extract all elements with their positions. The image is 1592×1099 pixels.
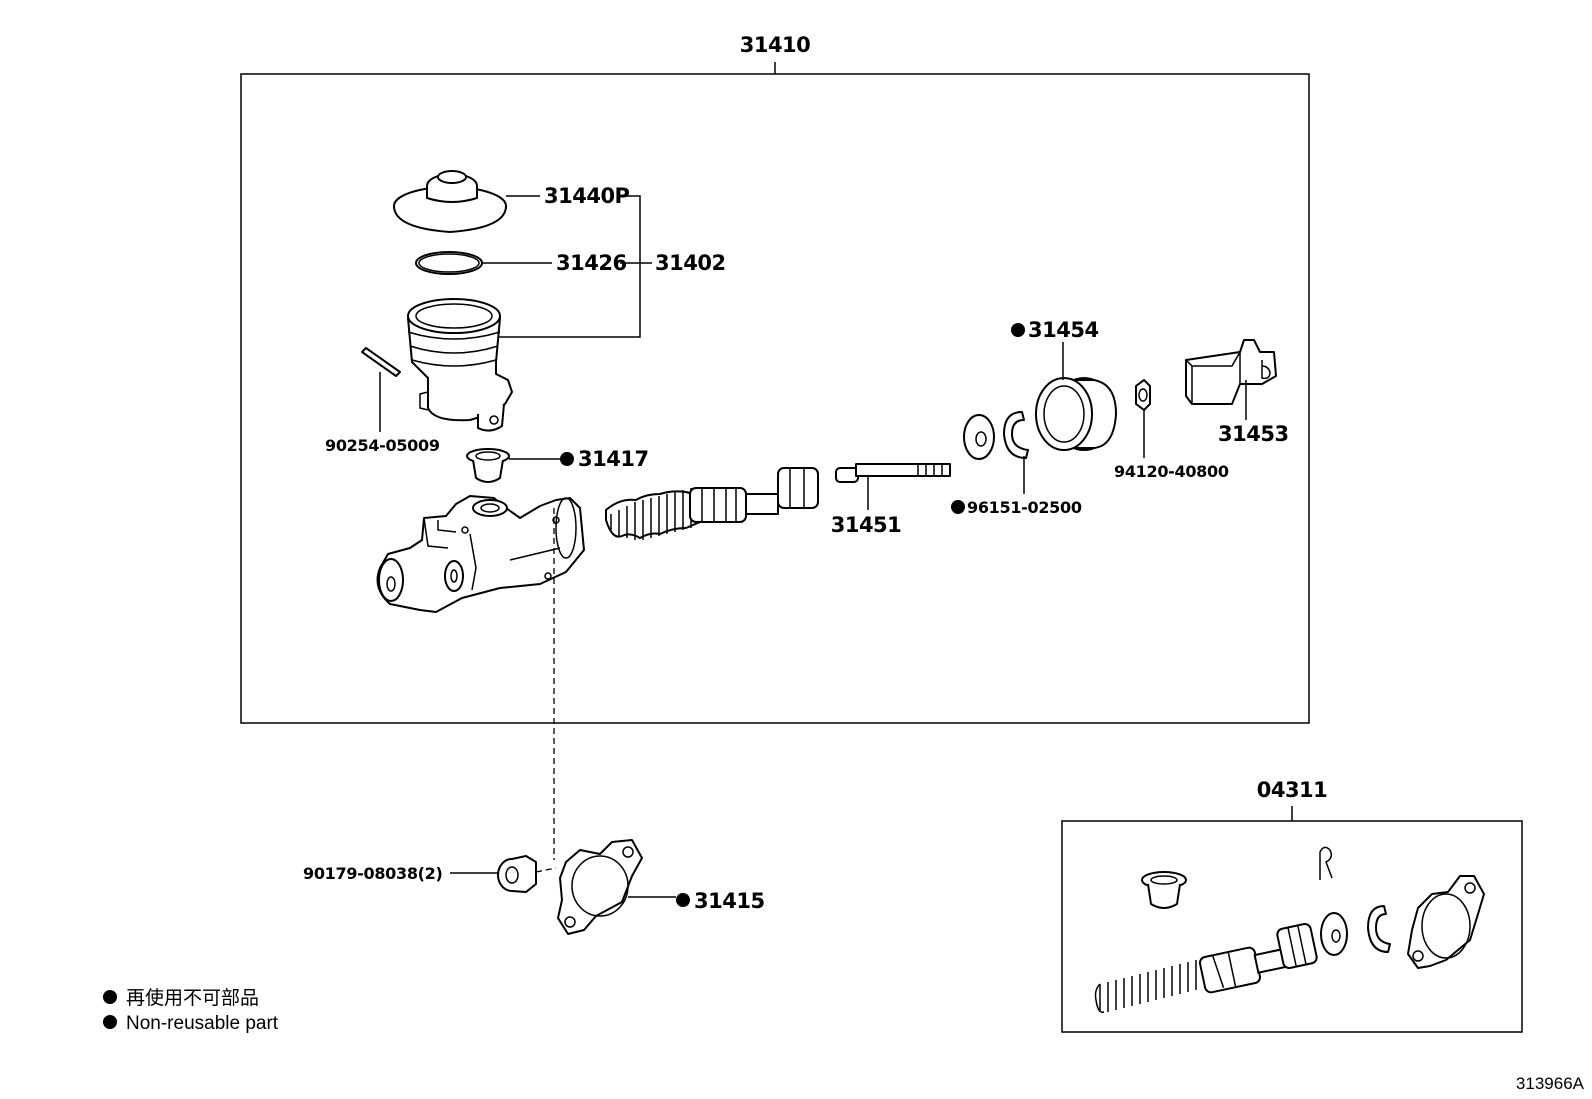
kit-flange-gasket[interactable] [1407, 875, 1485, 969]
nut[interactable] [1135, 379, 1151, 411]
label-31417[interactable]: 31417 [578, 447, 649, 471]
boot[interactable] [1035, 377, 1117, 451]
legend-text-jp: 再使用不可部品 [126, 987, 259, 1009]
mounting-nut[interactable] [497, 855, 537, 893]
assembly-04311: 04311 [1061, 778, 1523, 1033]
label-96151-02500[interactable]: 96151-02500 [967, 498, 1082, 517]
non-reusable-marker [676, 893, 690, 907]
legend-dot-jp [103, 990, 117, 1004]
label-assembly-kit[interactable]: 04311 [1257, 778, 1328, 802]
kit-grommet[interactable] [1141, 871, 1187, 909]
piston-spring[interactable] [605, 467, 819, 540]
non-reusable-marker [1011, 323, 1025, 337]
reservoir-cap[interactable] [393, 170, 507, 233]
label-31453[interactable]: 31453 [1218, 422, 1289, 446]
master-cylinder-body[interactable] [376, 495, 585, 613]
kit-clip[interactable] [1319, 846, 1333, 880]
washer[interactable] [963, 414, 995, 460]
label-90179-08038[interactable]: 90179-08038(2) [303, 864, 443, 883]
push-rod[interactable] [835, 463, 951, 483]
non-reusable-marker [951, 500, 965, 514]
assembly-31410: 31410 [240, 33, 1310, 724]
diagram-id: 313966A [1516, 1074, 1585, 1093]
label-90254-05009[interactable]: 90254-05009 [325, 436, 440, 455]
label-31451[interactable]: 31451 [831, 513, 902, 537]
kit-washer[interactable] [1320, 912, 1348, 956]
reservoir-gasket[interactable] [415, 251, 483, 275]
non-reusable-marker [560, 452, 574, 466]
label-31440P[interactable]: 31440P [544, 184, 630, 208]
label-31415[interactable]: 31415 [694, 889, 765, 913]
kit-snap-ring[interactable] [1367, 905, 1391, 953]
label-31454[interactable]: 31454 [1028, 318, 1099, 342]
legend-text-en: Non-reusable part [126, 1013, 279, 1034]
pin[interactable] [361, 347, 401, 377]
kit-piston-spring[interactable] [1094, 923, 1318, 1013]
label-94120-40800[interactable]: 94120-40800 [1114, 462, 1229, 481]
snap-ring[interactable] [1003, 411, 1029, 459]
label-31426[interactable]: 31426 [556, 251, 627, 275]
legend: 再使用不可部品 Non-reusable part [103, 987, 279, 1034]
legend-dot-en [103, 1015, 117, 1029]
grommet[interactable] [466, 448, 510, 483]
flange-gasket[interactable] [557, 839, 643, 935]
label-assembly-main[interactable]: 31410 [740, 33, 811, 57]
reservoir-body[interactable] [407, 298, 513, 432]
label-31402[interactable]: 31402 [655, 251, 726, 275]
clevis[interactable] [1185, 339, 1277, 405]
